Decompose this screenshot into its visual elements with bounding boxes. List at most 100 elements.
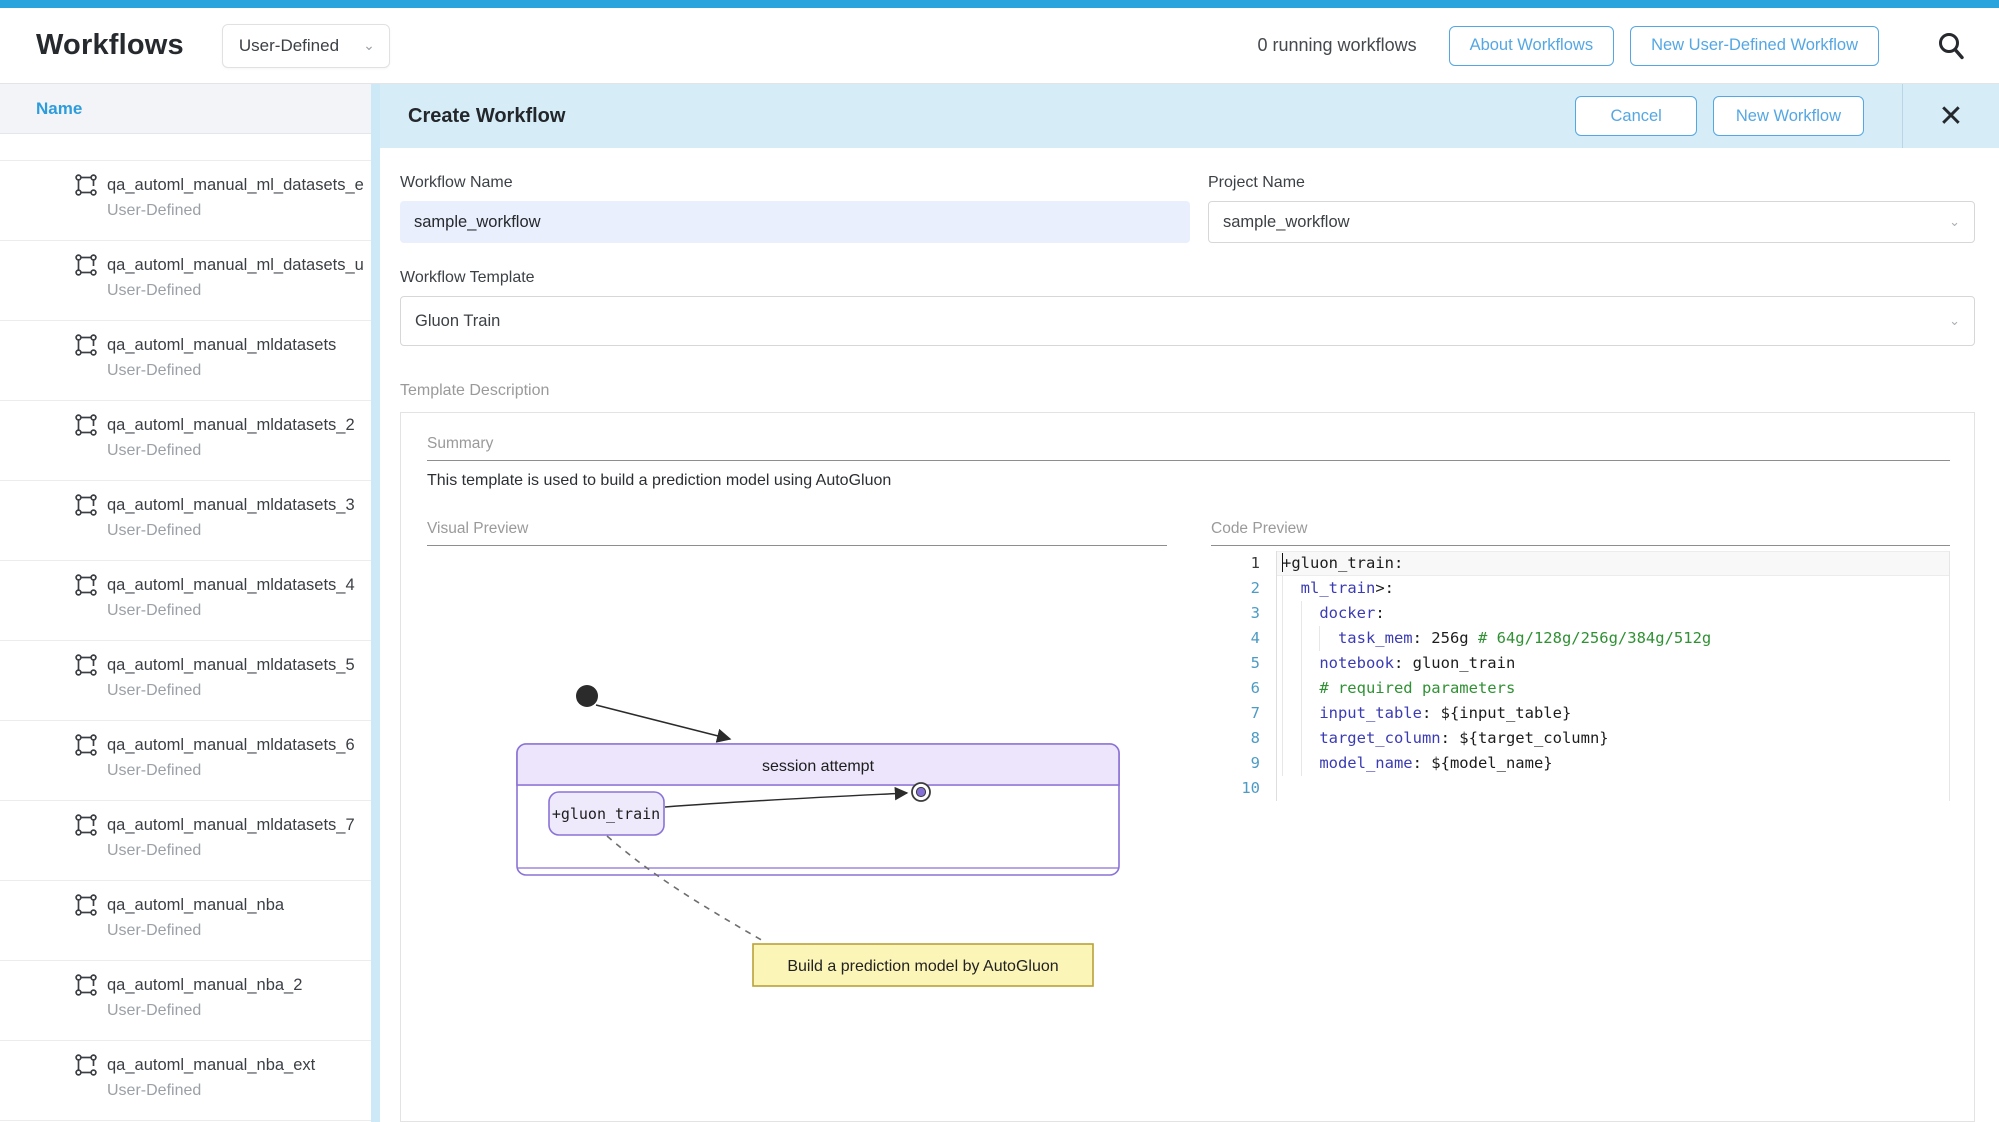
workflow-name: qa_automl_manual_mldatasets_6 bbox=[107, 735, 355, 754]
workflow-sidebar: Name qa_automl_manual_ml_datasets_e User… bbox=[0, 84, 371, 1122]
about-workflows-button[interactable]: About Workflows bbox=[1448, 25, 1615, 66]
code-preview-divider bbox=[1211, 545, 1950, 546]
workflow-type: User-Defined bbox=[107, 842, 202, 859]
new-user-defined-workflow-button[interactable]: New User-Defined Workflow bbox=[1630, 25, 1879, 66]
workflow-icon bbox=[75, 414, 97, 436]
workflow-name: qa_automl_manual_mldatasets_5 bbox=[107, 655, 355, 674]
page-title: Workflows bbox=[36, 29, 184, 61]
workflow-template-label: Workflow Template bbox=[400, 269, 535, 286]
create-workflow-panel: Create Workflow Cancel New Workflow ✕ Wo… bbox=[380, 84, 1999, 1122]
workflow-filter-value: User-Defined bbox=[238, 35, 340, 55]
workflow-template-select[interactable]: Gluon Train ⌄ bbox=[400, 296, 1975, 346]
workflow-list-item[interactable]: qa_automl_manual_mldatasets_3 User-Defin… bbox=[0, 481, 371, 561]
workflow-list-item[interactable]: qa_automl_manual_mldatasets_6 User-Defin… bbox=[0, 721, 371, 801]
header-divider bbox=[1902, 84, 1903, 148]
line-number: 10 bbox=[1211, 776, 1277, 801]
sidebar-scrollbar[interactable] bbox=[371, 84, 380, 1122]
workflow-list-item[interactable]: qa_automl_manual_mldatasets_2 User-Defin… bbox=[0, 401, 371, 481]
workflow-name: qa_automl_manual_mldatasets_7 bbox=[107, 815, 355, 834]
line-number: 2 bbox=[1211, 576, 1277, 601]
workflow-name-input[interactable] bbox=[400, 201, 1190, 243]
final-state-icon bbox=[911, 782, 931, 802]
workflow-list-item[interactable]: qa_automl_manual_nba_ext User-Defined bbox=[0, 1041, 371, 1121]
top-header: Workflows User-Defined ⌄ 0 running workf… bbox=[0, 8, 1999, 84]
new-workflow-button[interactable]: New Workflow bbox=[1712, 96, 1864, 136]
workflow-name: qa_automl_manual_mldatasets_2 bbox=[107, 415, 355, 434]
diagram-note: Build a prediction model by AutoGluon bbox=[752, 943, 1094, 987]
gluon-train-node-label: +gluon_train bbox=[552, 805, 660, 823]
workflow-icon bbox=[75, 894, 97, 916]
project-name-label: Project Name bbox=[1208, 174, 1305, 191]
workflow-list-item[interactable]: qa_automl_manual_ml_datasets_u User-Defi… bbox=[0, 241, 371, 321]
template-description-label: Template Description bbox=[400, 382, 550, 399]
line-number: 3 bbox=[1211, 601, 1277, 626]
line-number: 4 bbox=[1211, 626, 1277, 651]
code-line[interactable]: 6# required parameters bbox=[1211, 676, 1949, 701]
create-workflow-header: Create Workflow Cancel New Workflow ✕ bbox=[380, 84, 1999, 148]
workflow-type: User-Defined bbox=[107, 1002, 202, 1019]
chevron-down-icon: ⌄ bbox=[1949, 313, 1960, 328]
workflow-icon bbox=[75, 254, 97, 276]
line-number: 1 bbox=[1211, 551, 1277, 576]
workflow-type: User-Defined bbox=[107, 602, 202, 619]
visual-preview-divider bbox=[427, 545, 1167, 546]
close-icon[interactable]: ✕ bbox=[1938, 99, 1964, 133]
line-number: 6 bbox=[1211, 676, 1277, 701]
workflow-name: qa_automl_manual_ml_datasets_u bbox=[107, 255, 364, 274]
project-name-select[interactable]: sample_workflow ⌄ bbox=[1208, 201, 1975, 243]
summary-text: This template is used to build a predict… bbox=[427, 472, 892, 489]
workflow-template-value: Gluon Train bbox=[415, 311, 501, 330]
session-attempt-title: session attempt bbox=[762, 758, 875, 775]
workflow-list-item[interactable]: qa_automl_manual_ml_datasets_e User-Defi… bbox=[0, 161, 371, 241]
search-icon[interactable] bbox=[1931, 26, 1971, 66]
workflow-name: qa_automl_manual_mldatasets_4 bbox=[107, 575, 355, 594]
diagram-note-text: Build a prediction model by AutoGluon bbox=[787, 958, 1058, 975]
workflow-name-label: Workflow Name bbox=[400, 174, 513, 191]
cancel-button[interactable]: Cancel bbox=[1575, 96, 1697, 136]
workflow-name: qa_automl_manual_nba bbox=[107, 895, 285, 914]
sidebar-name-header: Name bbox=[0, 84, 371, 134]
workflow-icon bbox=[75, 174, 97, 196]
chevron-down-icon: ⌄ bbox=[363, 37, 375, 53]
name-column-header: Name bbox=[36, 98, 83, 118]
panel-title: Create Workflow bbox=[408, 104, 566, 127]
workflow-list-item[interactable]: qa_automl_manual_mldatasets_4 User-Defin… bbox=[0, 561, 371, 641]
workflow-icon bbox=[75, 974, 97, 996]
workflow-icon bbox=[75, 814, 97, 836]
workflow-list: qa_automl_manual_ml_datasets_e User-Defi… bbox=[0, 161, 371, 1121]
text-cursor bbox=[1282, 553, 1283, 572]
code-line[interactable]: 1+gluon_train: bbox=[1211, 551, 1949, 576]
workflow-type: User-Defined bbox=[107, 682, 202, 699]
project-name-value: sample_workflow bbox=[1223, 212, 1350, 231]
visual-preview-diagram: session attempt +gluon_train bbox=[427, 550, 1167, 1020]
session-attempt-container: session attempt bbox=[516, 743, 1120, 876]
visual-preview-label: Visual Preview bbox=[427, 520, 529, 537]
workflow-list-item[interactable]: qa_automl_manual_mldatasets_7 User-Defin… bbox=[0, 801, 371, 881]
workflow-list-item[interactable]: qa_automl_manual_nba User-Defined bbox=[0, 881, 371, 961]
workflow-icon bbox=[75, 334, 97, 356]
running-workflows-status: 0 running workflows bbox=[1257, 35, 1417, 55]
workflow-list-item[interactable]: qa_automl_manual_mldatasets_5 User-Defin… bbox=[0, 641, 371, 721]
partial-list-row bbox=[0, 134, 371, 161]
panel-body: Workflow Name Project Name sample_workfl… bbox=[380, 148, 1999, 1122]
code-line[interactable]: 10 bbox=[1211, 776, 1949, 801]
gluon-train-node: +gluon_train bbox=[548, 791, 665, 836]
workflow-icon bbox=[75, 574, 97, 596]
workflow-type: User-Defined bbox=[107, 442, 202, 459]
workflow-name: qa_automl_manual_ml_datasets_e bbox=[107, 175, 364, 194]
workflow-name: qa_automl_manual_nba_ext bbox=[107, 1055, 316, 1074]
workflow-list-item[interactable]: qa_automl_manual_nba_2 User-Defined bbox=[0, 961, 371, 1041]
chevron-down-icon: ⌄ bbox=[1949, 214, 1960, 229]
workflow-list-item[interactable]: qa_automl_manual_mldatasets User-Defined bbox=[0, 321, 371, 401]
workflow-icon bbox=[75, 734, 97, 756]
line-number: 5 bbox=[1211, 651, 1277, 676]
workflow-filter-select[interactable]: User-Defined ⌄ bbox=[221, 23, 390, 68]
